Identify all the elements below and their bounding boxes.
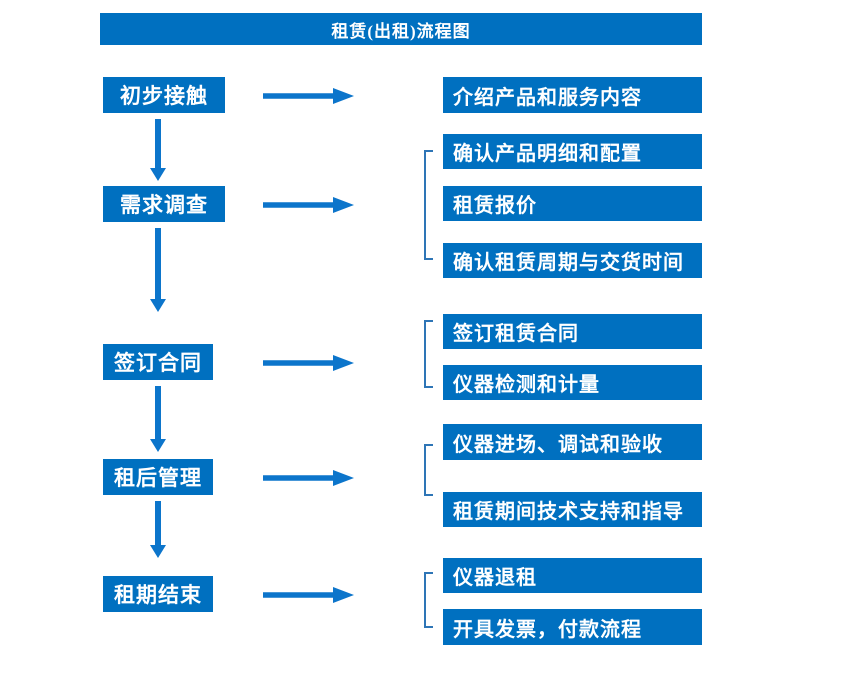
right-arrow-icon bbox=[263, 586, 354, 604]
detail-box-technical-support: 租赁期间技术支持和指导 bbox=[443, 492, 702, 527]
step-box-rental-end: 租期结束 bbox=[103, 576, 213, 612]
right-arrow-icon bbox=[263, 196, 354, 214]
down-arrow-icon bbox=[149, 501, 167, 558]
down-arrow-icon bbox=[149, 228, 167, 312]
down-arrow-icon bbox=[149, 119, 167, 181]
detail-box-instrument-testing: 仪器检测和计量 bbox=[443, 365, 702, 400]
step-box-initial-contact: 初步接触 bbox=[103, 77, 225, 113]
bracket-connector bbox=[424, 150, 433, 260]
detail-box-confirm-product-details: 确认产品明细和配置 bbox=[443, 134, 702, 169]
right-arrow-icon bbox=[263, 469, 354, 487]
bracket-connector bbox=[424, 572, 433, 628]
right-arrow-icon bbox=[263, 87, 354, 105]
step-box-demand-survey: 需求调查 bbox=[103, 186, 225, 222]
down-arrow-icon bbox=[149, 386, 167, 452]
detail-box-instrument-return: 仪器退租 bbox=[443, 558, 702, 593]
detail-box-confirm-rental-period: 确认租赁周期与交货时间 bbox=[443, 243, 702, 278]
detail-box-invoice-payment: 开具发票，付款流程 bbox=[443, 609, 702, 645]
detail-box-rental-quote: 租赁报价 bbox=[443, 186, 702, 221]
detail-box-instrument-setup: 仪器进场、调试和验收 bbox=[443, 424, 702, 460]
right-arrow-icon bbox=[263, 354, 354, 372]
bracket-connector bbox=[424, 320, 433, 388]
detail-box-introduce-products: 介绍产品和服务内容 bbox=[443, 77, 702, 113]
step-box-post-rental-management: 租后管理 bbox=[103, 459, 213, 495]
flowchart-title: 租赁(出租)流程图 bbox=[100, 13, 702, 45]
detail-box-sign-rental-contract: 签订租赁合同 bbox=[443, 314, 702, 349]
bracket-connector bbox=[424, 444, 433, 496]
step-box-sign-contract: 签订合同 bbox=[103, 344, 213, 380]
